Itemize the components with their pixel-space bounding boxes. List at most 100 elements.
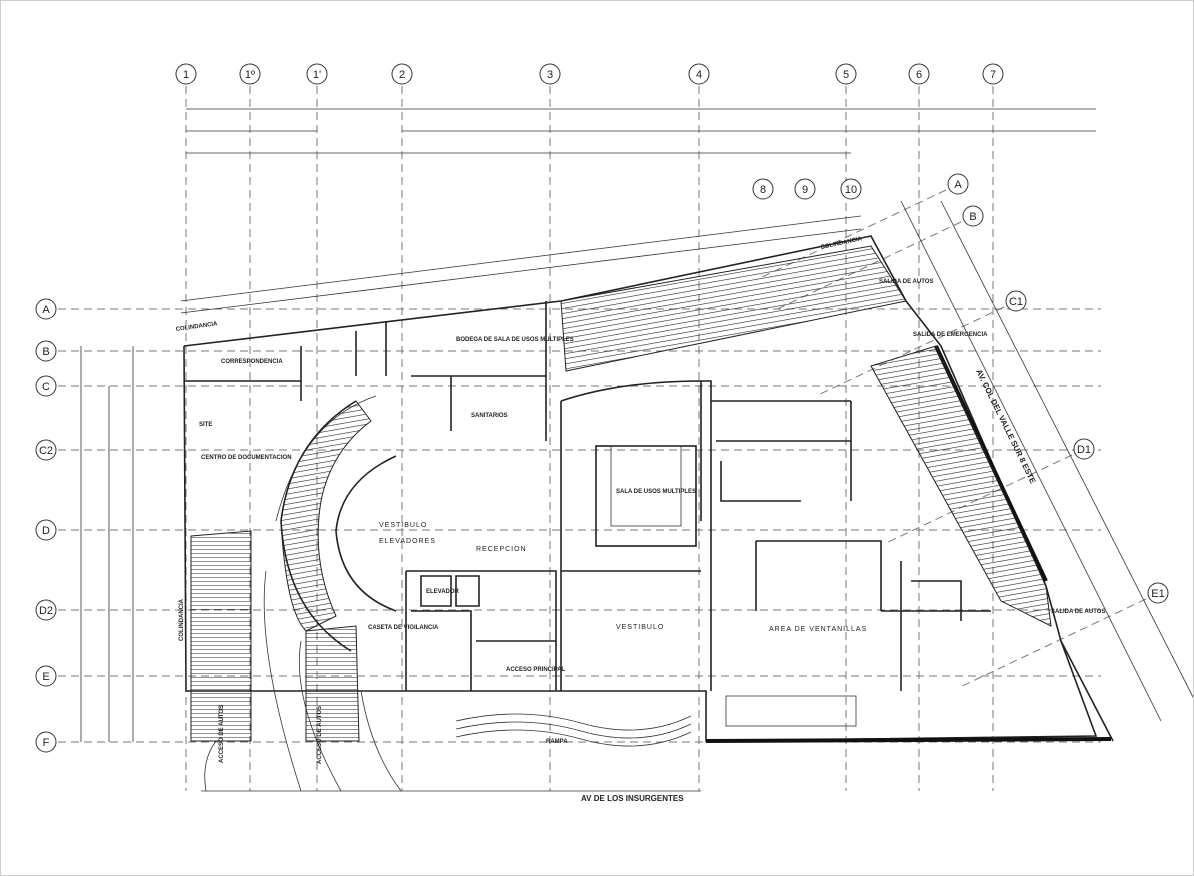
dimension-lines <box>80 108 1096 742</box>
grid-bubble-row: D2 <box>35 599 57 621</box>
grid-bubble-label: 2 <box>399 69 405 81</box>
grid-bubble-circle <box>947 173 969 195</box>
grid-bubble-row: E <box>35 665 57 687</box>
grid-line <box>957 598 1147 689</box>
grid-bubble-circle <box>35 298 57 320</box>
grid-bubble-circle <box>239 63 261 85</box>
acceso-autos-label: ACCESO DE AUTOS <box>317 706 323 764</box>
grid-bubble-circle <box>35 665 57 687</box>
grid-bubble-circle <box>1005 290 1027 312</box>
vestibulo-label: VESTIBULO <box>616 624 664 631</box>
grid-bubble-label: F <box>43 737 50 749</box>
grid-bubble-label: 7 <box>990 69 996 81</box>
acceso-principal-label: ACCESO PRINCIPAL <box>506 667 566 673</box>
grid-bubble-label: 4 <box>696 69 702 81</box>
grid-bubble-diagonal: A <box>947 173 969 195</box>
grid-bubble-label: 8 <box>760 184 766 196</box>
grid-bubble-label: 10 <box>845 184 857 196</box>
grid-bubble-row: C2 <box>35 439 57 461</box>
grid-bubble-column: 9 <box>794 178 816 200</box>
grid-bubble-label: C <box>42 381 50 393</box>
grid-bubble-label: 1º <box>245 69 255 81</box>
grid-bubble-label: 6 <box>916 69 922 81</box>
sanitarios-label: SANITARIOS <box>471 413 508 419</box>
grid-bubble-diagonal: D1 <box>1073 438 1095 460</box>
grid-bubble-circle <box>391 63 413 85</box>
grid-bubble-label: E1 <box>1151 588 1164 600</box>
salida-autos-label: SALIDA DE AUTOS <box>1051 609 1105 615</box>
sala-usos-multiples-label: SALA DE USOS MULTIPLES <box>616 489 696 495</box>
grid-bubble-column: 1º <box>239 63 261 85</box>
correspondencia-label: CORRESPONDENCIA <box>221 359 283 365</box>
grid-bubble-circle <box>35 340 57 362</box>
grid-bubble-label: A <box>954 179 962 191</box>
grid-bubble-circle <box>175 63 197 85</box>
grid-bubble-label: 3 <box>547 69 553 81</box>
grid-bubble-label: B <box>969 211 976 223</box>
grid-bubble-label: D1 <box>1077 444 1091 456</box>
grid-bubble-circle <box>908 63 930 85</box>
grid-bubble-diagonal: C1 <box>1005 290 1027 312</box>
area-ventanillas-label: AREA DE VENTANILLAS <box>769 626 867 633</box>
acceso-autos-label: ACCESO DE AUTOS <box>219 705 225 763</box>
bodega-label: BODEGA DE SALA DE USOS MULTIPLES <box>456 337 574 343</box>
grid-bubble-column: 6 <box>908 63 930 85</box>
street-label-insurgentes: AV DE LOS INSURGENTES <box>581 794 684 803</box>
grid-bubble-circle <box>1147 582 1169 604</box>
elevador-label: ELEVADOR <box>426 589 460 595</box>
grid-bubble-label: 5 <box>843 69 849 81</box>
grid-bubble-label: B <box>42 346 49 358</box>
centro-documentacion-label: CENTRO DE DOCUMENTACION <box>201 455 292 461</box>
grid-bubble-column: 7 <box>982 63 1004 85</box>
property-lines <box>180 200 1193 792</box>
grid-bubble-circle <box>35 439 57 461</box>
grid-bubble-circle <box>35 599 57 621</box>
colindancia-label: COLINDANCIA <box>175 321 218 333</box>
vestibulo-elevadores-label: VESTIBULO <box>379 522 427 529</box>
grid-bubble-column: 1 <box>175 63 197 85</box>
grid-bubble-circle <box>835 63 857 85</box>
grid-bubble-circle <box>35 519 57 541</box>
grid-bubble-column: 2 <box>391 63 413 85</box>
grid-bubble-label: C2 <box>39 445 53 457</box>
grid-bubble-circle <box>688 63 710 85</box>
grid-bubble-column: 3 <box>539 63 561 85</box>
vestibulo-elevadores-label: ELEVADORES <box>379 538 436 545</box>
grid-bubble-diagonal: B <box>962 205 984 227</box>
grid-bubble-label: 1 <box>183 69 189 81</box>
grid-bubble-circle <box>752 178 774 200</box>
grid-bubble-circle <box>306 63 328 85</box>
grid-bubble-label: A <box>42 304 50 316</box>
grid-bubble-column: 10 <box>840 178 862 200</box>
salida-autos-label: SALIDA DE AUTOS <box>879 279 933 285</box>
grid-bubble-row: A <box>35 298 57 320</box>
grid-bubble-column: 1' <box>306 63 328 85</box>
grid-bubble-circle <box>982 63 1004 85</box>
grid-bubble-circle <box>840 178 862 200</box>
grid-line <box>815 306 1005 397</box>
salida-emergencia-label: SALIDA DE EMERGENCIA <box>913 332 988 338</box>
grid-bubble-label: D <box>42 525 50 537</box>
grid-bubble-label: C1 <box>1009 296 1023 308</box>
grid-bubble-row: F <box>35 731 57 753</box>
grid-bubble-label: 1' <box>313 69 321 81</box>
colindancia-label: COLINDANCIA <box>179 598 185 641</box>
grid-bubble-row: D <box>35 519 57 541</box>
grid-bubble-diagonal: E1 <box>1147 582 1169 604</box>
grid-bubble-circle <box>794 178 816 200</box>
grid-bubble-column: 5 <box>835 63 857 85</box>
grid-bubble-circle <box>962 205 984 227</box>
grid-bubble-column: 8 <box>752 178 774 200</box>
grid-bubble-row: B <box>35 340 57 362</box>
rampa-label: RAMPA <box>546 739 568 745</box>
grid-bubble-label: D2 <box>39 605 53 617</box>
grid-bubble-label: E <box>42 671 49 683</box>
recepcion-label: RECEPCION <box>476 546 527 553</box>
grid-bubble-circle <box>35 731 57 753</box>
site-label: SITE <box>199 422 212 428</box>
grid-bubble-column: 4 <box>688 63 710 85</box>
grid-bubble-row: C <box>35 375 57 397</box>
